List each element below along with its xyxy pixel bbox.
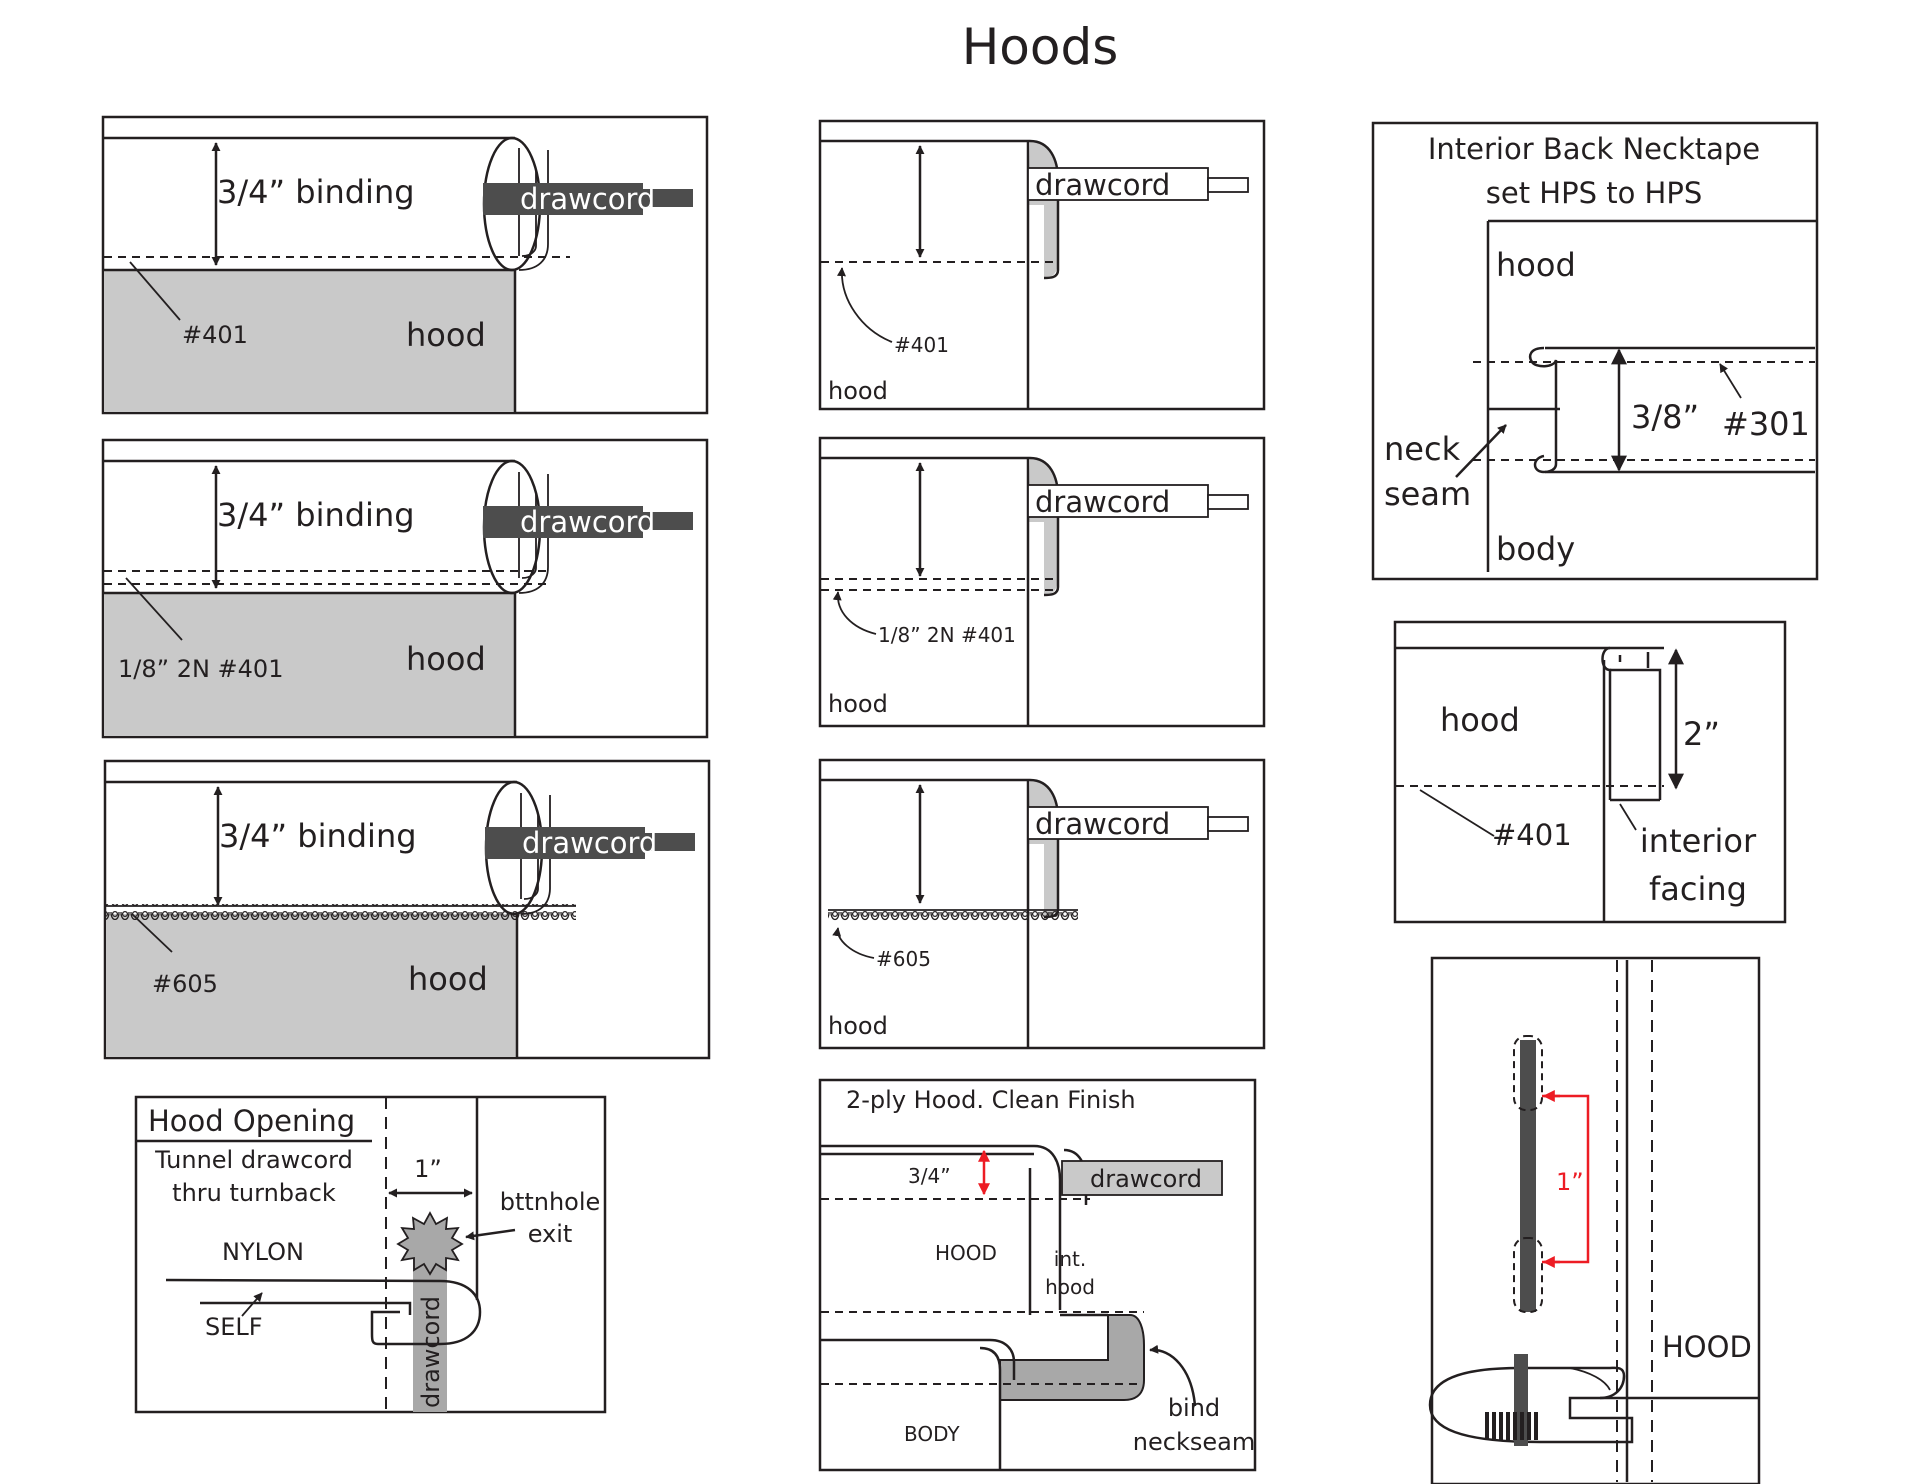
nylon-label: NYLON [222,1238,304,1266]
buttonhole-label-1: bttnhole [500,1188,601,1216]
binding-measure: 3/4” binding [219,817,417,855]
neckseam-binding [999,1314,1145,1401]
panel-binding-2n-401: drawcord 3/4” binding 1/8” 2N #401 hood [101,438,709,739]
panel-heading-2: set HPS to HPS [1486,176,1703,210]
hood-label: hood [406,316,486,354]
stitch-label: #301 [1722,405,1810,443]
panel-heading: 2-ply Hood. Clean Finish [846,1086,1136,1114]
panel-flat-401: drawcord #401 hood [818,119,1266,411]
buttonhole-exit [396,1211,464,1276]
hood-label: HOOD [1662,1330,1752,1364]
panel-hood-opening: Hood Opening Tunnel drawcord thru turnba… [134,1095,607,1414]
bind-label-2: neckseam [1133,1428,1255,1456]
body-label: body [1496,530,1575,568]
panel-flat-605: drawcord #605 hood [818,758,1266,1050]
hood-fabric [104,593,515,736]
panel-heading: Hood Opening [148,1104,355,1138]
panel-binding-605: drawcord 3/4” binding #605 hood [103,759,711,1060]
hood-label: hood [828,690,888,718]
hood-label: hood [1496,246,1576,284]
facing-label: facing [1649,870,1747,908]
panel-interior-facing: hood 2” #401 interior facing [1393,620,1787,924]
binding-measure: 3/4” binding [217,173,415,211]
drawcord-band [1061,1160,1223,1196]
stitch-label: #401 [1492,818,1572,852]
neck-label: neck [1384,430,1461,468]
panel-subheading-2: thru turnback [172,1179,336,1207]
hood-label: hood [828,1012,888,1040]
measure-label: 1” [1556,1168,1584,1196]
stitch-label: 1/8” 2N #401 [878,623,1016,647]
panel-subheading-1: Tunnel drawcord [154,1146,353,1174]
page-title: Hoods [962,18,1119,76]
hood-fabric [106,914,517,1057]
stitch-label: #605 [876,947,931,971]
drawcord-band [485,827,645,859]
measure-label: 2” [1683,715,1720,753]
panel-2ply-hood: 2-ply Hood. Clean Finish drawcord 3/4” H… [818,1078,1257,1472]
drawcord-label: drawcord [417,1296,445,1408]
bind-label-1: bind [1168,1394,1220,1422]
hood-label: hood [1440,701,1520,739]
drawcord-band [483,506,643,538]
stitch-label: 1/8” 2N #401 [118,655,283,683]
self-label: SELF [205,1313,263,1341]
drawcord-label: drawcord [520,182,655,216]
panel-hood-eyelets: 1” HOOD [1428,956,1761,1484]
stitch-label: #401 [182,321,248,349]
int-hood-label-2: hood [1045,1275,1095,1299]
eyelet-bottom [1513,1237,1543,1313]
hood-label: hood [828,377,888,405]
drawcord-label: drawcord [1035,485,1170,519]
hood-label: hood [406,640,486,678]
hood-label: HOOD [935,1241,997,1265]
panel-interior-necktape: Interior Back Necktape set HPS to HPS ho… [1371,121,1819,581]
drawcord-label: drawcord [1035,807,1170,841]
overlock-stitch [828,908,1078,924]
measure-label: 3/4” [908,1164,951,1188]
int-hood-label-1: int. [1054,1247,1086,1271]
binding-measure: 3/4” binding [217,496,415,534]
panel-flat-2n-401: drawcord 1/8” 2N #401 hood [818,436,1266,728]
drawcord-label: drawcord [1090,1165,1202,1193]
measure-label: 3/8” [1631,398,1699,436]
overlock-stitch [106,904,576,920]
drawcord-label: drawcord [522,826,657,860]
drawcord-band [483,183,643,215]
hood-fabric [104,270,515,412]
drawcord-band [1027,484,1209,518]
interior-label: interior [1640,822,1757,860]
buttonhole-label-2: exit [528,1220,573,1248]
drawcord-strip [1520,1040,1536,1312]
hood-label: hood [408,960,488,998]
panel-binding-401: drawcord 3/4” binding #401 hood [101,115,709,415]
stitch-teeth [1484,1412,1540,1440]
measure-label: 1” [414,1155,442,1183]
eyelet-top [1513,1035,1543,1111]
panel-heading-1: Interior Back Necktape [1428,132,1760,166]
stitch-label: #401 [894,333,949,357]
stitch-label: #605 [152,970,218,998]
body-label: BODY [904,1422,960,1446]
drawcord-label: drawcord [1035,168,1170,202]
drawcord-label: drawcord [520,505,655,539]
seam-label: seam [1384,475,1471,513]
